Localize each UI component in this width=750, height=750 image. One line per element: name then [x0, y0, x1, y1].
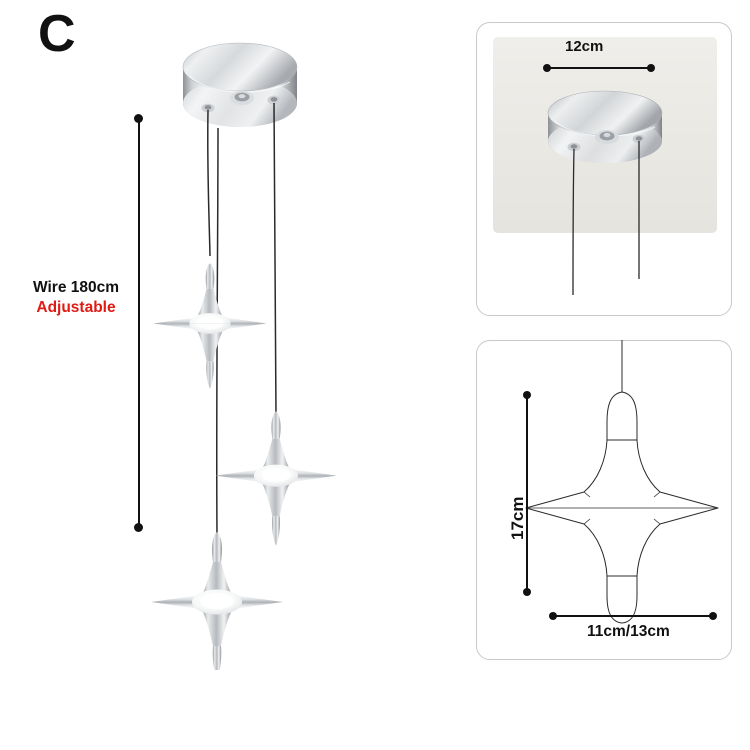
- lamp-width-endpoint-left: [549, 611, 557, 620]
- canopy-photo: [547, 90, 663, 296]
- lamp-height-label: 17cm: [508, 496, 527, 540]
- ceiling-canopy-panel: [476, 22, 732, 316]
- lamp-width-dimension-line: [553, 615, 713, 617]
- wire-dimension-labels: Wire 180cm Adjustable: [20, 278, 132, 320]
- wire-length-label: Wire 180cm: [32, 279, 120, 296]
- canopy-width-dimension-line: [547, 67, 651, 69]
- lamp-head-line-drawing: [510, 340, 725, 630]
- lamp-height-endpoint-bottom: [522, 588, 531, 596]
- wire-dimension-line: [138, 118, 140, 528]
- wire-dimension-endpoint-bottom: [134, 523, 143, 532]
- canopy-width-endpoint-right: [647, 63, 655, 72]
- lamp-width-endpoint-right: [709, 611, 717, 620]
- lamp-height-endpoint-top: [522, 391, 531, 399]
- canopy-width-label: 12cm: [565, 38, 604, 55]
- lamp-width-label: 11cm/13cm: [587, 623, 670, 640]
- product-photo: [150, 20, 400, 678]
- variant-letter: C: [38, 5, 76, 63]
- wire-adjustable-label: Adjustable: [36, 299, 116, 317]
- canopy-width-endpoint-left: [543, 63, 551, 72]
- wire-dimension-endpoint-top: [134, 114, 143, 123]
- lamp-height-dimension-line: [526, 395, 528, 592]
